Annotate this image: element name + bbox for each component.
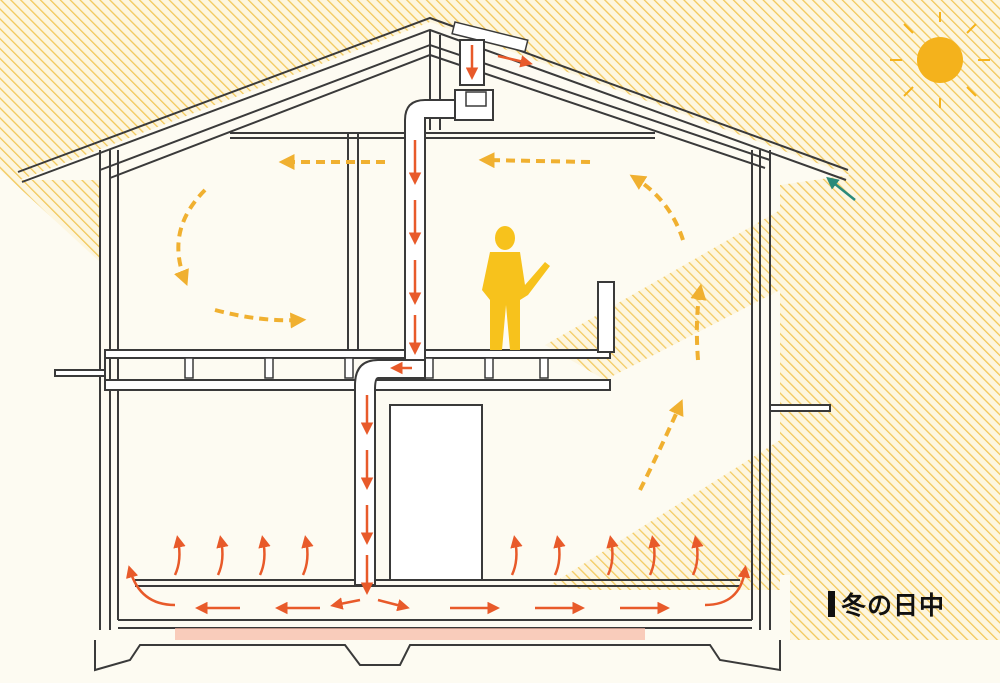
caption-text: 冬の日中 <box>841 591 946 620</box>
warm-air-circulation <box>174 152 707 491</box>
person-silhouette-icon <box>482 226 550 350</box>
intake-arrow-icon <box>826 176 856 201</box>
house-body <box>20 22 850 620</box>
caption-marker <box>828 591 835 617</box>
fan-unit-icon <box>465 91 487 107</box>
floor-joists <box>184 357 549 379</box>
ridge-vent <box>451 21 529 53</box>
eaves <box>54 369 831 412</box>
sunbeam-lower <box>550 440 780 590</box>
underfloor-heat-zone <box>175 628 645 640</box>
diagram-caption: 冬の日中 <box>828 586 945 622</box>
duct-airflow-arrows <box>126 45 751 615</box>
sun-icon <box>890 12 990 108</box>
